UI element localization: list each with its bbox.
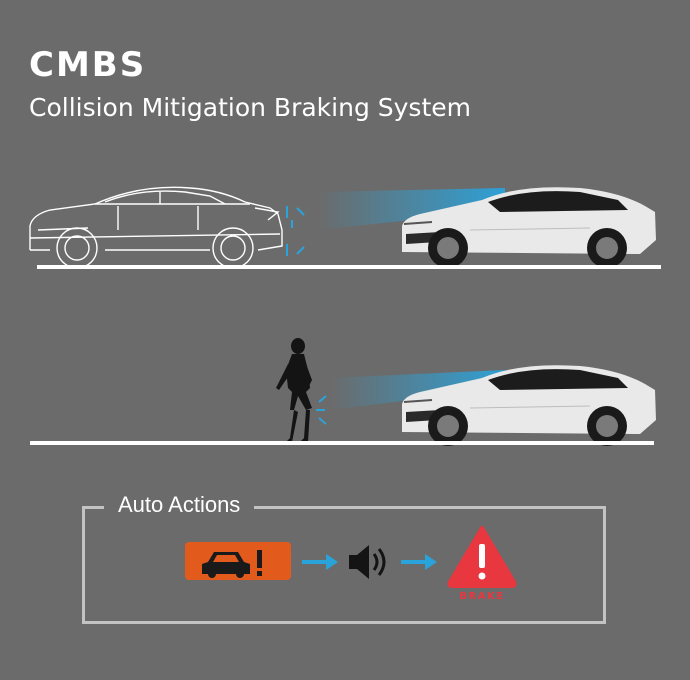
radar-beam (318, 188, 505, 230)
auto-actions-title: Auto Actions (104, 492, 255, 518)
detection-wave-icon (286, 206, 305, 256)
speaker-icon (349, 545, 386, 579)
auto-actions-sequence (185, 526, 517, 588)
white-car-icon (402, 187, 656, 268)
road-line (30, 441, 654, 445)
radar-beam (330, 370, 505, 410)
page-subtitle: Collision Mitigation Braking System (29, 93, 471, 122)
arrow-right-icon (302, 554, 338, 570)
page-title: CMBS (29, 45, 147, 85)
road-line (37, 265, 661, 269)
outline-car-icon (29, 186, 283, 269)
white-car-icon (402, 365, 656, 446)
car-warning-icon (185, 542, 291, 580)
detection-wave-icon (316, 395, 327, 425)
brake-label: BRAKE (459, 591, 505, 602)
scene-pedestrian-ahead (30, 338, 656, 446)
pedestrian-icon (276, 338, 312, 442)
auto-actions-box (82, 506, 606, 624)
arrow-right-icon (401, 554, 437, 570)
scene-vehicle-ahead (29, 186, 661, 269)
brake-warning-icon (447, 526, 517, 588)
